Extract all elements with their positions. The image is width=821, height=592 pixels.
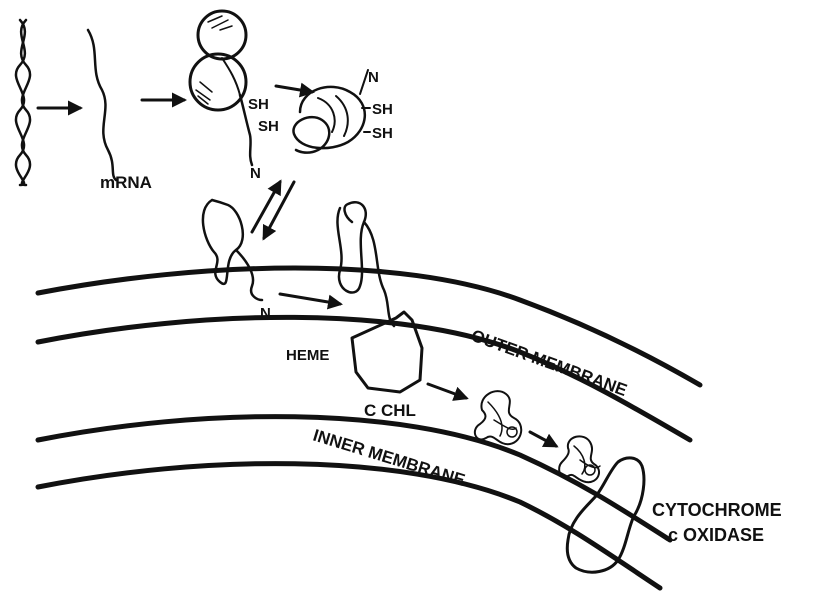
arrow-release [276,86,312,92]
sh-label-1: SH [248,96,269,113]
cytochrome-label: CYTOCHROME [652,500,782,520]
arrow-folding [530,432,556,446]
translocating-chain [337,202,394,326]
arrow-heme-attachment [428,384,466,398]
equilibrium-arrows [252,182,294,238]
n-terminus-label-2: N [368,69,379,86]
holo-cytochrome-1 [475,391,521,444]
heme-label: HEME [286,347,329,364]
folded-apoprotein: N SH SH [293,69,392,153]
ribosome [190,11,246,110]
mrna-label: mRNA [100,173,152,192]
arrow-insertion [280,294,340,304]
c-oxidase-label: c OXIDASE [668,525,764,545]
n-terminus-label-3: N [260,305,271,322]
dna-helix [16,20,30,185]
n-terminus-label-1: N [250,165,261,182]
inner-membrane-label: INNER MEMBRANE [311,426,467,490]
nascent-chain: SH SH N [240,95,279,182]
sh-label-2: SH [258,118,279,135]
sh-label-4: SH [372,125,393,142]
sh-label-3: SH [372,101,393,118]
mrna-strand [88,30,116,180]
cchl-label: C CHL [364,401,416,420]
